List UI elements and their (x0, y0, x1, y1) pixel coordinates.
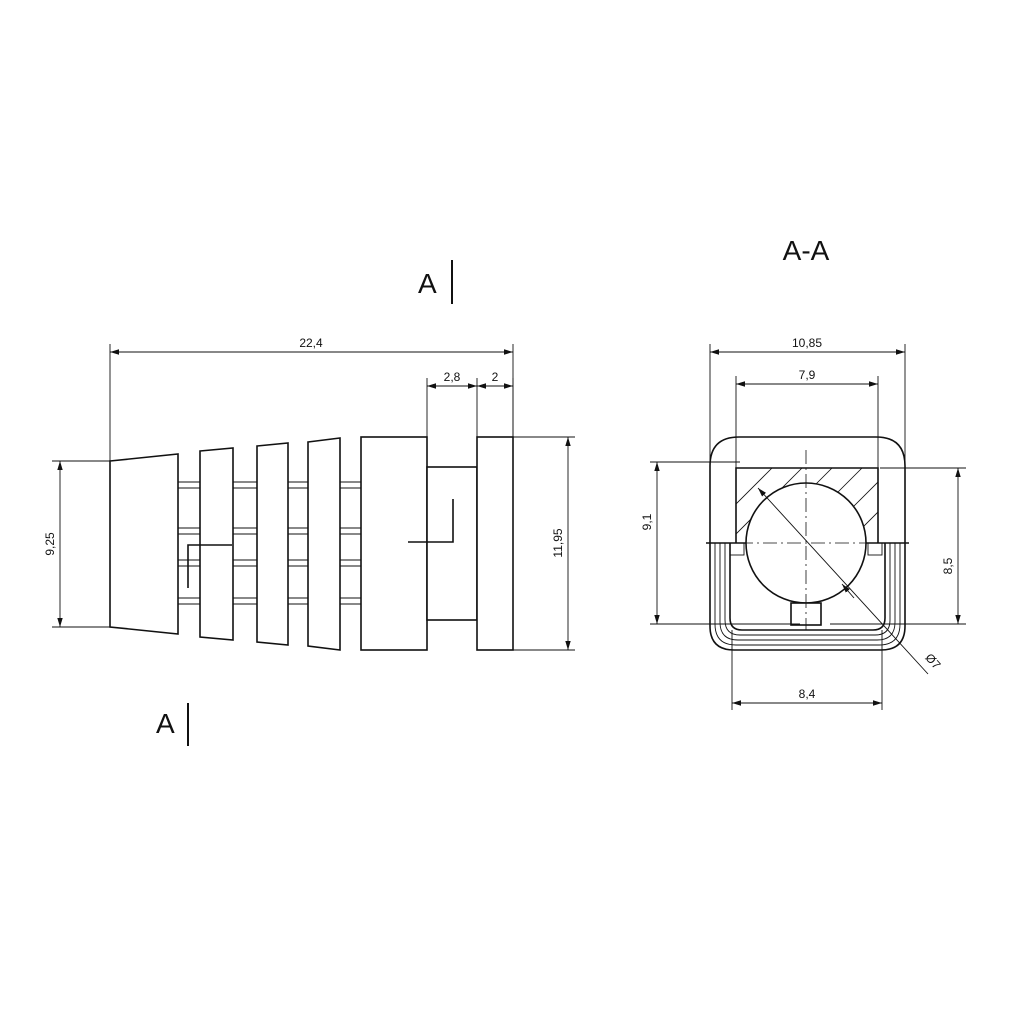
section-marker-top: A (418, 260, 453, 304)
dim-flange-thickness: 2 (477, 370, 514, 437)
dim-overall-length-label: 22,4 (299, 336, 323, 350)
section-title: A-A (783, 235, 830, 266)
dim-left-height-label: 9,1 (640, 513, 654, 530)
lower-walls (709, 543, 906, 651)
outer-cap-outline (709, 436, 906, 543)
flange (476, 436, 514, 651)
rib-2 (256, 442, 289, 646)
side-view: A A 22,4 2,8 2 (43, 260, 575, 746)
section-view: A-A (640, 235, 966, 710)
dim-bore-diameter-label: Ø7 (922, 651, 943, 673)
dim-flange-height-label: 11,95 (551, 528, 565, 557)
dim-neck-length: 2,8 (426, 370, 478, 437)
dim-inner-width-label: 7,9 (799, 368, 816, 382)
dim-flange-height: 11,95 (513, 436, 575, 651)
rib-1 (199, 447, 234, 641)
neck (426, 466, 478, 621)
dim-right-height-label: 8,5 (941, 557, 955, 574)
right-ledge (867, 542, 883, 556)
dim-flange-thickness-label: 2 (492, 370, 499, 384)
dim-right-height: 8,5 (830, 467, 966, 625)
dim-outer-width: 10,85 (709, 336, 906, 460)
tapered-tip (109, 453, 179, 635)
section-cut-line (187, 499, 454, 588)
dim-inner-width: 7,9 (735, 368, 879, 468)
dim-tip-height: 9,25 (43, 460, 110, 628)
section-marker-bottom: A (156, 703, 189, 746)
section-marker-top-label: A (418, 268, 437, 299)
dim-tip-height-label: 9,25 (43, 532, 57, 556)
body-block (360, 436, 428, 651)
section-marker-bottom-label: A (156, 708, 175, 739)
dim-bottom-width-label: 8,4 (799, 687, 816, 701)
rib-3 (307, 437, 341, 651)
dim-bottom-width: 8,4 (731, 630, 883, 710)
dim-left-height: 9,1 (640, 461, 800, 625)
dim-neck-length-label: 2,8 (444, 370, 461, 384)
dim-outer-width-label: 10,85 (792, 336, 822, 350)
left-ledge (729, 542, 745, 556)
